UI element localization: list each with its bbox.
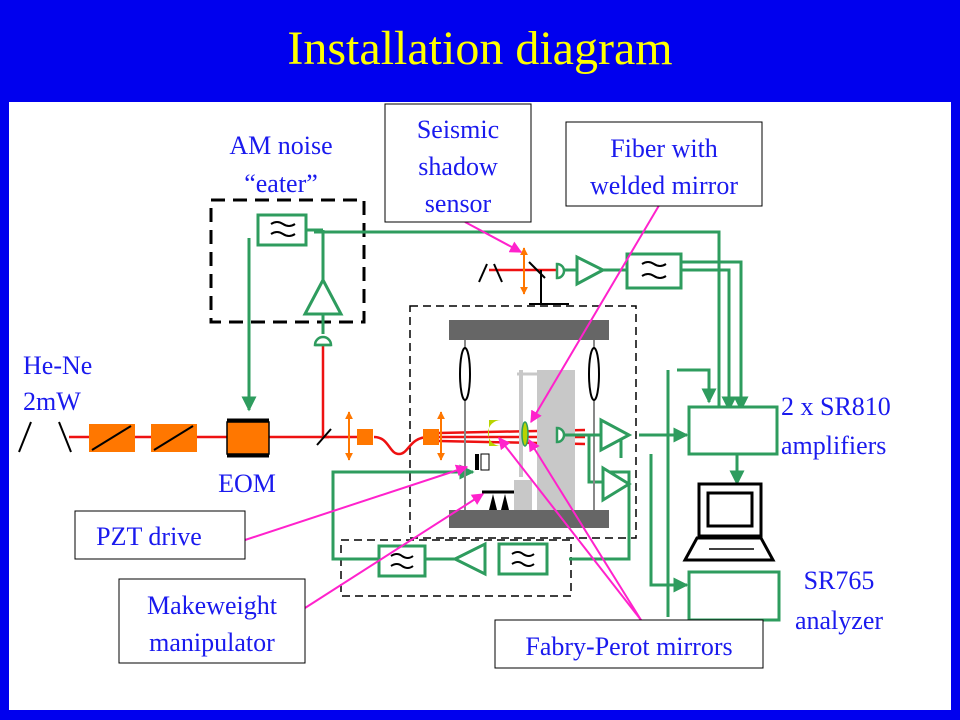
- fiber-callout-box: [565, 121, 763, 207]
- laser-icon: [18, 421, 72, 453]
- sr765-analyzer-box: [687, 570, 781, 622]
- slide-title: Installation diagram: [287, 22, 673, 75]
- makeweight-label-1: Makeweight: [147, 591, 278, 620]
- fiber-label-1: Fiber with: [610, 134, 718, 163]
- beam-splitter-icon: [316, 428, 332, 446]
- pzt-callout-box: [74, 510, 246, 560]
- vacuum-chamber: [449, 320, 609, 528]
- shadow-sensor: [478, 247, 683, 305]
- detector-chain: [555, 417, 633, 503]
- photodiode-icon: [313, 335, 333, 347]
- amplifiers-label-2: amplifiers: [781, 431, 886, 460]
- he-ne-label-1: He-Ne: [23, 351, 92, 380]
- analyzer-label-2: analyzer: [795, 606, 883, 635]
- am-noise-eater-box: [209, 198, 366, 324]
- installation-diagram: Seismic shadow sensor Fiber with welded …: [18, 103, 891, 669]
- signal-cables: [241, 228, 749, 617]
- makeweight-label-2: manipulator: [149, 628, 275, 657]
- vacuum-chamber-box: [409, 305, 637, 539]
- polarizer-icon: [89, 424, 197, 452]
- fabry-perot-label: Fabry-Perot mirrors: [525, 632, 732, 661]
- lower-electronics: [377, 541, 549, 578]
- pzt-label: PZT drive: [96, 522, 202, 551]
- filter-icon: [256, 213, 308, 247]
- amplifiers-label-1: 2 x SR810: [781, 392, 891, 421]
- computer-icon: [682, 482, 776, 562]
- am-noise-label-2: “eater”: [244, 169, 318, 198]
- eom-label: EOM: [218, 469, 276, 498]
- he-ne-label-2: 2mW: [23, 387, 81, 416]
- analyzer-label-1: SR765: [804, 566, 875, 595]
- am-noise-label-1: AM noise: [229, 131, 332, 160]
- sr810-amplifier-box: [687, 405, 779, 456]
- eom-icon: [226, 418, 270, 458]
- seismic-callout-box: [384, 103, 532, 223]
- seismic-label-2: shadow: [418, 152, 498, 181]
- makeweight-callout-box: [118, 578, 306, 664]
- annotation-arrows: [244, 196, 665, 621]
- seismic-label-1: Seismic: [417, 115, 499, 144]
- fabry-perot-callout-box: [494, 619, 764, 669]
- fiber-label-2: welded mirror: [590, 171, 738, 200]
- mirror-icon: [488, 420, 529, 447]
- fiber-coupler-icon: [345, 411, 445, 461]
- seismic-label-3: sensor: [425, 189, 492, 218]
- amplifier-icon: [302, 276, 344, 316]
- diagram-canvas: Seismic shadow sensor Fiber with welded …: [9, 102, 951, 710]
